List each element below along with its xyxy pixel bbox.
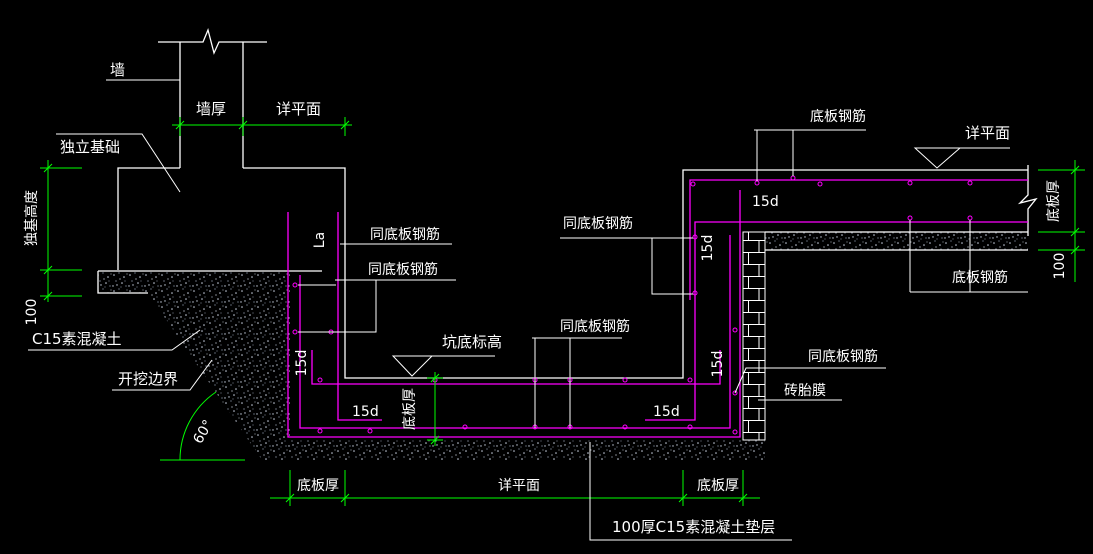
leader-lines (28, 79, 1028, 541)
leader-isolated-foundation (56, 133, 181, 193)
label-see-plan-bottom: 详平面 (498, 478, 540, 494)
rebar-section-dot (687, 424, 693, 430)
rebar-pit-top-layer (311, 350, 721, 385)
leader-rebar-5 (734, 367, 886, 394)
label-same-as-slab-rebar-1: 同底板钢筋 (370, 226, 440, 243)
dim-right-vertical (1038, 160, 1085, 282)
label-wall: 墙 (110, 61, 125, 79)
c15-concrete-cushion (98, 232, 1028, 460)
label-same-as-slab-rebar-4: 同底板钢筋 (563, 215, 633, 232)
label-cushion-note: 100厚C15素混凝土垫层 (612, 518, 775, 536)
leader-excavation-boundary (112, 359, 213, 391)
wall-break-line (158, 27, 267, 55)
rebar-section-dot (692, 234, 698, 240)
rebar-section-dot (292, 329, 298, 335)
leader-cushion-note (589, 442, 792, 541)
label-isolated-foundation: 独立基础 (60, 138, 120, 156)
label-see-plan-top: 详平面 (276, 100, 321, 118)
label-same-as-slab-rebar-5: 同底板钢筋 (808, 348, 878, 365)
label-c15-concrete: C15素混凝土 (32, 330, 122, 348)
rebar-section-dot (907, 180, 913, 186)
label-hook-15d-left-horizontal: 15d (352, 404, 379, 420)
rebar-section-dot (732, 390, 738, 396)
brick-formwork-hatch (742, 231, 766, 441)
rebar-anchorage-la (337, 212, 382, 421)
label-foundation-height: 独基高度 (23, 190, 40, 246)
label-slab-thickness-bottom-right: 底板厚 (697, 478, 739, 494)
rebar-section-dot (967, 180, 973, 186)
dim-slope-angle-arc (179, 391, 217, 461)
rebar-section-dot (732, 327, 738, 333)
label-hook-15d-right-vertical: 15d (710, 351, 726, 378)
label-hook-15d-slab-horizontal: 15d (752, 194, 779, 210)
dim-top-horizontal (172, 117, 352, 136)
label-slab-thickness-bottom-left: 底板厚 (297, 478, 339, 494)
leader-rebar-2-bracket (298, 280, 377, 333)
rebar-section-dot (292, 282, 298, 288)
pit-inner-outline (243, 167, 1028, 379)
rebar-section-dot (622, 424, 628, 430)
rebar-section-dot (462, 424, 468, 430)
dimension-lines (40, 117, 1085, 506)
leader-c15-concrete (28, 329, 201, 351)
label-slab-thickness-right: 底板厚 (1046, 180, 1062, 222)
rebar-section-dot (690, 181, 696, 187)
rebar-section-dot (692, 290, 698, 296)
label-same-as-slab-rebar-2: 同底板钢筋 (368, 261, 438, 278)
label-hook-15d-left-vertical: 15d (294, 350, 310, 377)
rebar-section-dot (622, 377, 628, 383)
label-cushion-100-right: 100 (1052, 253, 1068, 280)
label-cushion-100-left: 100 (24, 299, 40, 326)
text-labels: 墙 墙厚 详平面 独立基础 独基高度 100 C15素混凝土 开挖边界 60° … (23, 61, 1068, 536)
dim-bottom-horizontal (270, 470, 760, 506)
raised-slab-break-line (1017, 165, 1038, 236)
label-hook-15d-wall-vertical: 15d (700, 235, 716, 262)
c15-concrete-left-and-bottom (98, 272, 765, 460)
label-same-as-slab-rebar-3: 同底板钢筋 (560, 318, 630, 335)
label-see-plan-right: 详平面 (965, 124, 1010, 142)
rebar-pit-outer (287, 190, 741, 438)
foundation-pad-edge (97, 271, 148, 294)
rebar-pit-bottom-layer (299, 235, 731, 429)
rebar-pit-wall-inner (645, 221, 1028, 421)
label-slab-rebar-top: 底板钢筋 (810, 108, 866, 125)
rebar-section-dot (317, 428, 323, 434)
label-slab-rebar-bottom: 底板钢筋 (952, 269, 1008, 286)
label-brick-formwork: 砖胎膜 (784, 383, 826, 399)
leader-rebar-4-bracket (651, 238, 693, 295)
label-wall-thickness: 墙厚 (196, 100, 226, 118)
rebar-section-dot (367, 428, 373, 434)
rebar-section-dot (687, 377, 693, 383)
c15-concrete-right-cushion (765, 232, 1028, 250)
label-hook-15d-right-horizontal: 15d (653, 404, 680, 420)
label-slab-thickness-pit: 底板厚 (402, 388, 418, 430)
rebar-section-dot (817, 181, 823, 187)
foundation-left-outline (117, 167, 180, 270)
rebar-section-dot (732, 429, 738, 435)
rebar-raised-slab-top (689, 179, 1028, 300)
label-excavation-boundary: 开挖边界 (118, 370, 178, 388)
dim-pit-slab-thickness (427, 372, 443, 446)
rebar-section-dot (317, 377, 323, 383)
label-anchorage-la: La (312, 232, 328, 248)
dim-left-vertical (40, 160, 82, 302)
structure-outlines (97, 27, 1038, 379)
label-pit-bottom-elevation: 坑底标高 (442, 333, 502, 351)
rebar-lines (287, 179, 1028, 438)
